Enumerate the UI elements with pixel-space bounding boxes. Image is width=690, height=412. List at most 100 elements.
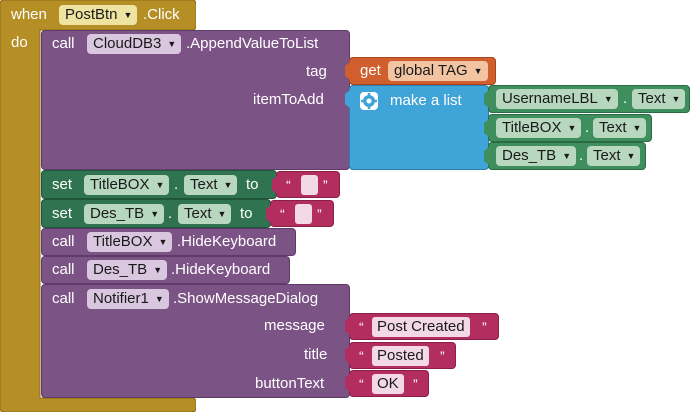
chevron-down-icon: ▼ (562, 151, 572, 161)
chevron-down-icon: ▼ (123, 10, 133, 20)
component-dropdown[interactable]: UsernameLBL ▼ (496, 89, 618, 109)
empty-text-field[interactable] (301, 175, 318, 195)
component-name: Des_TB (90, 205, 145, 222)
text-block-message[interactable]: “ Post Created ” (349, 313, 499, 340)
property-dropdown[interactable]: Text ▼ (593, 118, 647, 138)
dot-separator: . (168, 205, 173, 222)
property-name: Text (184, 205, 212, 222)
chevron-down-icon: ▼ (154, 294, 164, 304)
getter-titlebox-text[interactable]: TitleBOX ▼ . Text ▼ (488, 114, 652, 142)
close-quote: ” (482, 319, 487, 335)
empty-text-block[interactable]: “ ” (276, 171, 340, 198)
title-socket-label: title (304, 346, 328, 363)
open-quote: “ (286, 177, 291, 193)
property-dropdown[interactable]: Text ▼ (632, 89, 686, 109)
event-name: .Click (143, 6, 180, 23)
component-name: TitleBOX (502, 119, 562, 136)
property-name: Text (599, 119, 627, 136)
method-name: .HideKeyboard (177, 233, 277, 250)
button-text-field[interactable]: OK (372, 374, 404, 394)
dot-separator: . (623, 90, 628, 107)
component-dropdown-titlebox[interactable]: TitleBOX ▼ (87, 232, 173, 252)
component-name: Des_TB (93, 261, 148, 278)
tag-socket-label: tag (306, 63, 327, 80)
empty-text-block[interactable]: “ ” (270, 200, 334, 227)
set-des-tb-text-block[interactable]: set Des_TB ▼ . Text ▼ to (41, 199, 271, 228)
component-name: Des_TB (502, 147, 557, 164)
text-block-buttontext[interactable]: “ OK ” (349, 370, 429, 397)
call-label: call (52, 233, 75, 250)
output-connector (345, 374, 350, 392)
title-text-field[interactable]: Posted (372, 346, 429, 366)
component-dropdown-clouddb3[interactable]: CloudDB3 ▼ (87, 34, 182, 54)
output-connector (266, 205, 271, 223)
close-quote: ” (413, 376, 418, 392)
item-socket-label: itemToAdd (253, 91, 324, 108)
get-global-tag-block[interactable]: get global TAG ▼ (349, 57, 496, 85)
component-dropdown-postbtn[interactable]: PostBtn ▼ (59, 5, 138, 25)
chevron-down-icon: ▼ (223, 180, 233, 190)
chevron-down-icon: ▼ (150, 209, 160, 219)
call-titlebox-hidekeyboard-block[interactable]: call TitleBOX ▼ .HideKeyboard (41, 228, 296, 256)
chevron-down-icon: ▼ (217, 209, 227, 219)
call-label: call (52, 290, 75, 307)
property-dropdown[interactable]: Text ▼ (184, 175, 238, 195)
call-clouddb-append-block[interactable]: call CloudDB3 ▼ .AppendValueToList tag i… (41, 30, 350, 170)
component-name: UsernameLBL (502, 90, 598, 107)
open-quote: “ (359, 348, 364, 364)
property-name: Text (190, 176, 218, 193)
set-titlebox-text-block[interactable]: set TitleBOX ▼ . Text ▼ to (41, 170, 277, 199)
dot-separator: . (585, 119, 590, 136)
empty-text-field[interactable] (295, 204, 312, 224)
component-dropdown[interactable]: Des_TB ▼ (496, 146, 577, 166)
method-name: .ShowMessageDialog (173, 290, 319, 307)
message-socket-label: message (264, 317, 325, 334)
close-quote: ” (440, 348, 445, 364)
method-name: .AppendValueToList (186, 35, 319, 52)
output-connector (484, 147, 489, 165)
get-label: get (360, 62, 381, 79)
output-connector (272, 176, 277, 194)
chevron-down-icon: ▼ (153, 265, 163, 275)
text-block-title[interactable]: “ Posted ” (349, 342, 456, 369)
component-dropdown-notifier1[interactable]: Notifier1 ▼ (87, 289, 169, 309)
output-connector (484, 119, 489, 137)
call-des-tb-hidekeyboard-block[interactable]: call Des_TB ▼ .HideKeyboard (41, 256, 290, 284)
set-label: set (52, 205, 73, 222)
component-dropdown-des-tb[interactable]: Des_TB ▼ (87, 260, 168, 280)
chevron-down-icon: ▼ (603, 94, 613, 104)
chevron-down-icon: ▼ (671, 94, 681, 104)
message-text-field[interactable]: Post Created (372, 317, 470, 337)
variable-dropdown[interactable]: global TAG ▼ (388, 61, 488, 81)
chevron-down-icon: ▼ (567, 123, 577, 133)
open-quote: “ (359, 319, 364, 335)
open-quote: “ (280, 206, 285, 222)
make-a-list-block[interactable]: make a list (349, 85, 489, 170)
buttontext-socket-label: buttonText (255, 375, 325, 392)
when-label: when (11, 6, 47, 23)
property-dropdown[interactable]: Text ▼ (587, 146, 641, 166)
output-connector (345, 317, 350, 335)
close-quote: ” (317, 206, 322, 222)
chevron-down-icon: ▼ (632, 123, 642, 133)
set-label: set (52, 176, 73, 193)
getter-des-tb-text[interactable]: Des_TB ▼ . Text ▼ (488, 142, 646, 170)
make-list-label: make a list (390, 92, 462, 109)
getter-usernamelbl-text[interactable]: UsernameLBL ▼ . Text ▼ (488, 85, 690, 113)
property-name: Text (638, 90, 666, 107)
call-notifier-showmessagedialog-block[interactable]: call Notifier1 ▼ .ShowMessageDialog mess… (41, 284, 350, 398)
call-label: call (52, 35, 75, 52)
dot-separator: . (174, 176, 179, 193)
component-dropdown-titlebox[interactable]: TitleBOX ▼ (84, 175, 170, 195)
chevron-down-icon: ▼ (473, 66, 483, 76)
chevron-down-icon: ▼ (155, 180, 165, 190)
component-dropdown-des-tb[interactable]: Des_TB ▼ (84, 204, 165, 224)
property-dropdown[interactable]: Text ▼ (178, 204, 232, 224)
gear-icon[interactable] (360, 92, 378, 110)
close-quote: ” (323, 177, 328, 193)
component-name: Notifier1 (93, 290, 149, 307)
event-block-shape (0, 0, 196, 412)
component-dropdown[interactable]: TitleBOX ▼ (496, 118, 582, 138)
call-label: call (52, 261, 75, 278)
event-block-postbtn-click[interactable]: when PostBtn ▼ .Click do (0, 0, 196, 412)
